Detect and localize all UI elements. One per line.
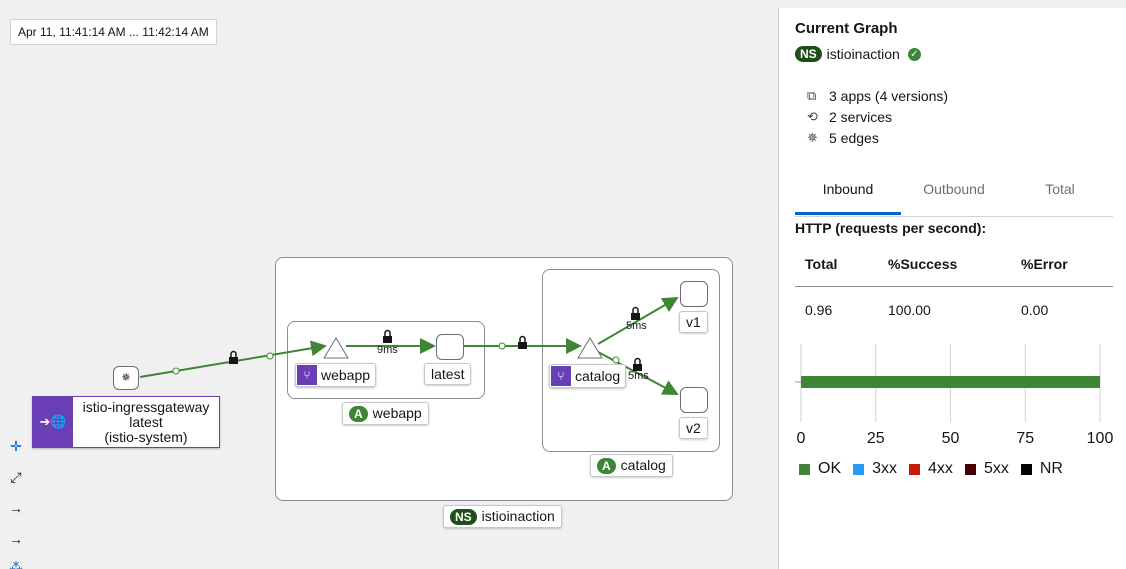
legend-item: NR bbox=[1020, 460, 1063, 478]
edge-time-catalog-v2: 5ms bbox=[628, 370, 649, 382]
legend-item: OK bbox=[799, 460, 841, 478]
layout-icon[interactable]: → bbox=[9, 500, 23, 516]
edge-catalog-to-v1 bbox=[597, 296, 679, 345]
bar-ok bbox=[801, 376, 1100, 388]
edges-icon: ✵ bbox=[121, 372, 131, 384]
legend-label: 4xx bbox=[928, 460, 953, 477]
service-name-catalog: catalog bbox=[575, 368, 621, 384]
legend-label: 3xx bbox=[872, 460, 898, 477]
services-icon: ⟲ bbox=[807, 109, 818, 124]
fit-icon[interactable]: ⤢ bbox=[10, 469, 22, 485]
service-name-webapp: webapp bbox=[321, 367, 371, 383]
namespace-name: istioinaction bbox=[481, 508, 555, 524]
stat-services-text: 2 services bbox=[829, 109, 893, 125]
workload-label-v1: v1 bbox=[679, 311, 708, 333]
ns-badge: NS bbox=[450, 509, 477, 525]
panel-namespace-name: istioinaction bbox=[826, 46, 900, 62]
legend-item: 3xx bbox=[853, 460, 897, 478]
lock-icon bbox=[229, 306, 642, 371]
traffic-bar-chart bbox=[795, 344, 1101, 422]
legend-swatch bbox=[1020, 463, 1032, 475]
stat-services: ⟲ 2 services bbox=[807, 109, 892, 125]
ns-badge: NS bbox=[795, 46, 822, 62]
table-header-success: %Success bbox=[888, 256, 958, 272]
layout-alt-icon[interactable]: → bbox=[9, 531, 23, 547]
table-value-total: 0.96 bbox=[805, 302, 833, 318]
stat-edges: ✵ 5 edges bbox=[807, 130, 879, 146]
app-name-catalog: catalog bbox=[620, 457, 666, 473]
legend-label: OK bbox=[818, 460, 842, 477]
x-tick-label: 0 bbox=[796, 430, 806, 447]
gateway-icon: ➔🌐 bbox=[33, 397, 73, 447]
zoom-icon[interactable]: ✛ bbox=[10, 438, 22, 454]
apps-icon: ⧉ bbox=[807, 88, 817, 103]
gateway-name: istio-ingressgateway bbox=[82, 399, 210, 415]
workload-label-v2: v2 bbox=[679, 417, 708, 439]
service-icon: ⑂ bbox=[297, 365, 317, 385]
app-badge: A bbox=[597, 458, 616, 474]
x-tick-label: 75 bbox=[1016, 430, 1035, 447]
gateway-version: latest bbox=[129, 414, 163, 430]
gateway-namespace: (istio-system) bbox=[104, 429, 188, 445]
tab-inbound[interactable]: Inbound bbox=[795, 176, 901, 215]
summary-panel: Current Graph NS istioinaction ✓ ⧉ 3 app… bbox=[778, 8, 1126, 569]
time-range-label: Apr 11, 11:41:14 AM ... 11:42:14 AM bbox=[10, 19, 217, 45]
table-value-error: 0.00 bbox=[1021, 302, 1049, 318]
service-label-catalog[interactable]: ⑂ catalog bbox=[549, 364, 627, 388]
table-value-success: 100.00 bbox=[888, 302, 931, 318]
legend-swatch bbox=[964, 463, 976, 475]
workload-node-v1[interactable] bbox=[680, 281, 708, 307]
legend-item: 4xx bbox=[909, 460, 953, 478]
edge-time-catalog-v1: 5ms bbox=[626, 320, 647, 332]
workload-label-latest: latest bbox=[424, 363, 472, 385]
legend-label: NR bbox=[1039, 460, 1063, 477]
check-icon: ✓ bbox=[907, 47, 921, 61]
stat-apps-text: 3 apps (4 versions) bbox=[829, 88, 949, 104]
gateway-label[interactable]: ➔🌐 istio-ingressgateway latest (istio-sy… bbox=[32, 396, 220, 448]
legend-swatch bbox=[853, 463, 865, 475]
legend-label: 5xx bbox=[983, 460, 1009, 477]
traffic-tabs: Inbound Outbound Total bbox=[795, 176, 1113, 217]
top-divider bbox=[0, 0, 1126, 8]
http-heading: HTTP (requests per second): bbox=[795, 220, 987, 236]
legend-swatch bbox=[909, 463, 921, 475]
service-node-catalog bbox=[577, 337, 603, 359]
gateway-node[interactable]: ✵ bbox=[113, 366, 139, 390]
edge-catalog-to-v2 bbox=[597, 351, 679, 395]
graph-canvas[interactable]: Apr 11, 11:41:14 AM ... 11:42:14 AM bbox=[0, 8, 778, 569]
edges-icon: ✵ bbox=[807, 130, 818, 145]
stat-apps: ⧉ 3 apps (4 versions) bbox=[807, 88, 948, 104]
chart-legend: OK 3xx 4xx 5xx NR bbox=[799, 460, 1075, 478]
app-badge: A bbox=[349, 406, 368, 422]
table-header-error: %Error bbox=[1021, 256, 1068, 272]
table-header-total: Total bbox=[805, 256, 838, 272]
tab-outbound[interactable]: Outbound bbox=[923, 181, 985, 197]
legend-icon[interactable]: ⁂ bbox=[9, 559, 23, 569]
tab-total[interactable]: Total bbox=[1045, 181, 1075, 197]
x-tick-label: 25 bbox=[866, 430, 885, 447]
edges-layer bbox=[139, 296, 679, 395]
x-tick-label: 100 bbox=[1086, 430, 1114, 447]
service-icon: ⑂ bbox=[551, 366, 571, 386]
panel-namespace: NS istioinaction ✓ bbox=[795, 46, 921, 62]
workload-node-latest[interactable] bbox=[436, 334, 464, 360]
panel-title: Current Graph bbox=[795, 20, 898, 37]
x-tick-label: 50 bbox=[941, 430, 960, 447]
legend-item: 5xx bbox=[964, 460, 1009, 478]
legend-swatch bbox=[799, 463, 810, 475]
service-node-webapp bbox=[323, 337, 349, 359]
edge-time-webapp-latest: 9ms bbox=[377, 344, 398, 356]
workload-node-v2[interactable] bbox=[680, 387, 708, 413]
table-divider bbox=[795, 286, 1113, 287]
stat-edges-text: 5 edges bbox=[829, 130, 879, 146]
service-label-webapp[interactable]: ⑂ webapp bbox=[295, 363, 377, 387]
app-name-webapp: webapp bbox=[372, 405, 422, 421]
